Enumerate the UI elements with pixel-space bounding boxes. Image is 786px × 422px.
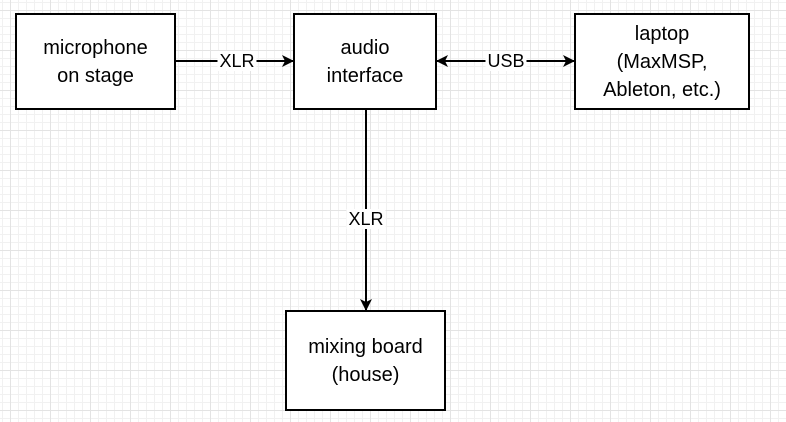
node-audio-interface[interactable]: audio interface (293, 13, 437, 110)
edge-label-usb: USB (485, 51, 527, 71)
node-mixing-board[interactable]: mixing board (house) (285, 310, 446, 411)
node-microphone[interactable]: microphone on stage (15, 13, 176, 110)
edge-label-mixing-xlr: XLR (346, 209, 386, 229)
node-laptop[interactable]: laptop (MaxMSP, Ableton, etc.) (574, 13, 750, 110)
edge-label-mic-xlr: XLR (217, 51, 257, 71)
